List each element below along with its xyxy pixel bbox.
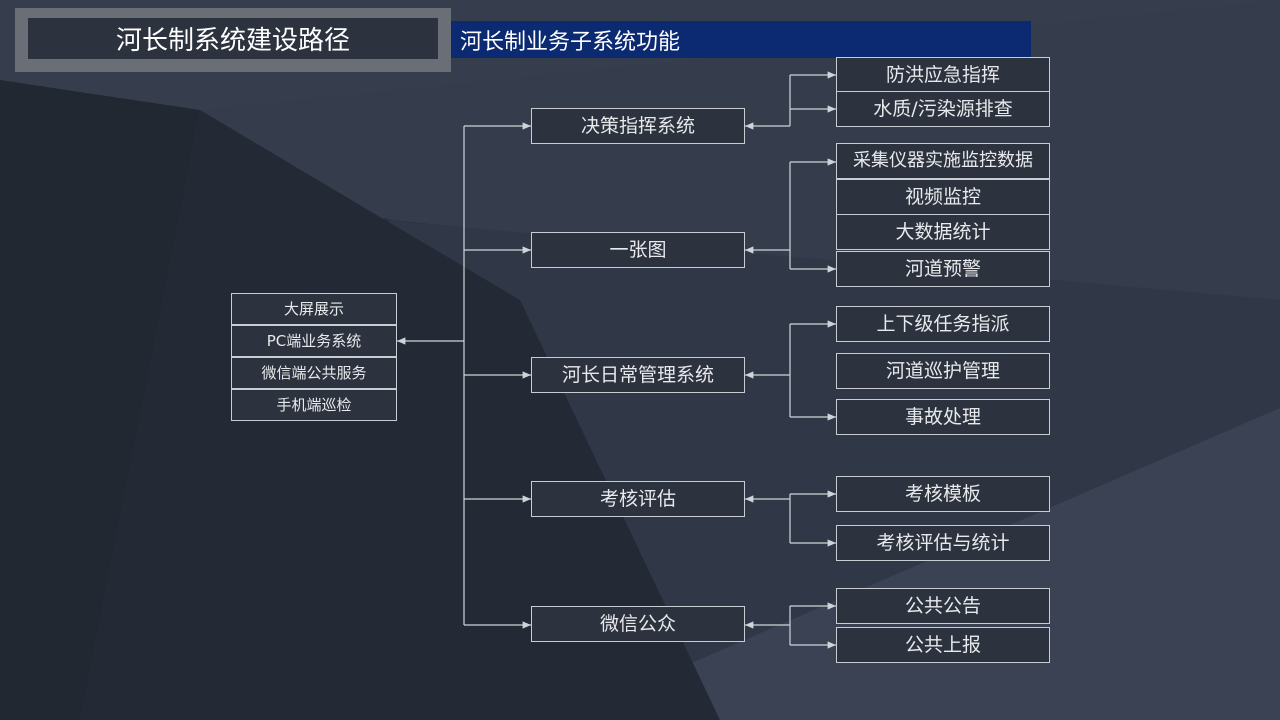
function-node: 采集仪器实施监控数据 [836,143,1050,179]
function-node: 上下级任务指派 [836,306,1050,342]
subsystem-node: 考核评估 [531,481,745,517]
function-node: 公共上报 [836,627,1050,663]
function-node: 防洪应急指挥 [836,57,1050,93]
subsystem-node: 微信公众 [531,606,745,642]
platform-item: 微信端公共服务 [231,357,397,389]
function-node: 水质/污染源排查 [836,91,1050,127]
platform-item: 大屏展示 [231,293,397,325]
function-node: 事故处理 [836,399,1050,435]
function-node: 大数据统计 [836,214,1050,250]
platform-item: PC端业务系统 [231,325,397,357]
function-node: 河道预警 [836,251,1050,287]
page-title: 河长制系统建设路径 [28,18,438,59]
subsystem-node: 决策指挥系统 [531,108,745,144]
function-node: 河道巡护管理 [836,353,1050,389]
function-node: 公共公告 [836,588,1050,624]
subsystem-node: 河长日常管理系统 [531,357,745,393]
function-node: 考核评估与统计 [836,525,1050,561]
function-node: 视频监控 [836,179,1050,215]
page-subtitle: 河长制业务子系统功能 [451,21,1031,58]
function-node: 考核模板 [836,476,1050,512]
platform-item: 手机端巡检 [231,389,397,421]
subsystem-node: 一张图 [531,232,745,268]
